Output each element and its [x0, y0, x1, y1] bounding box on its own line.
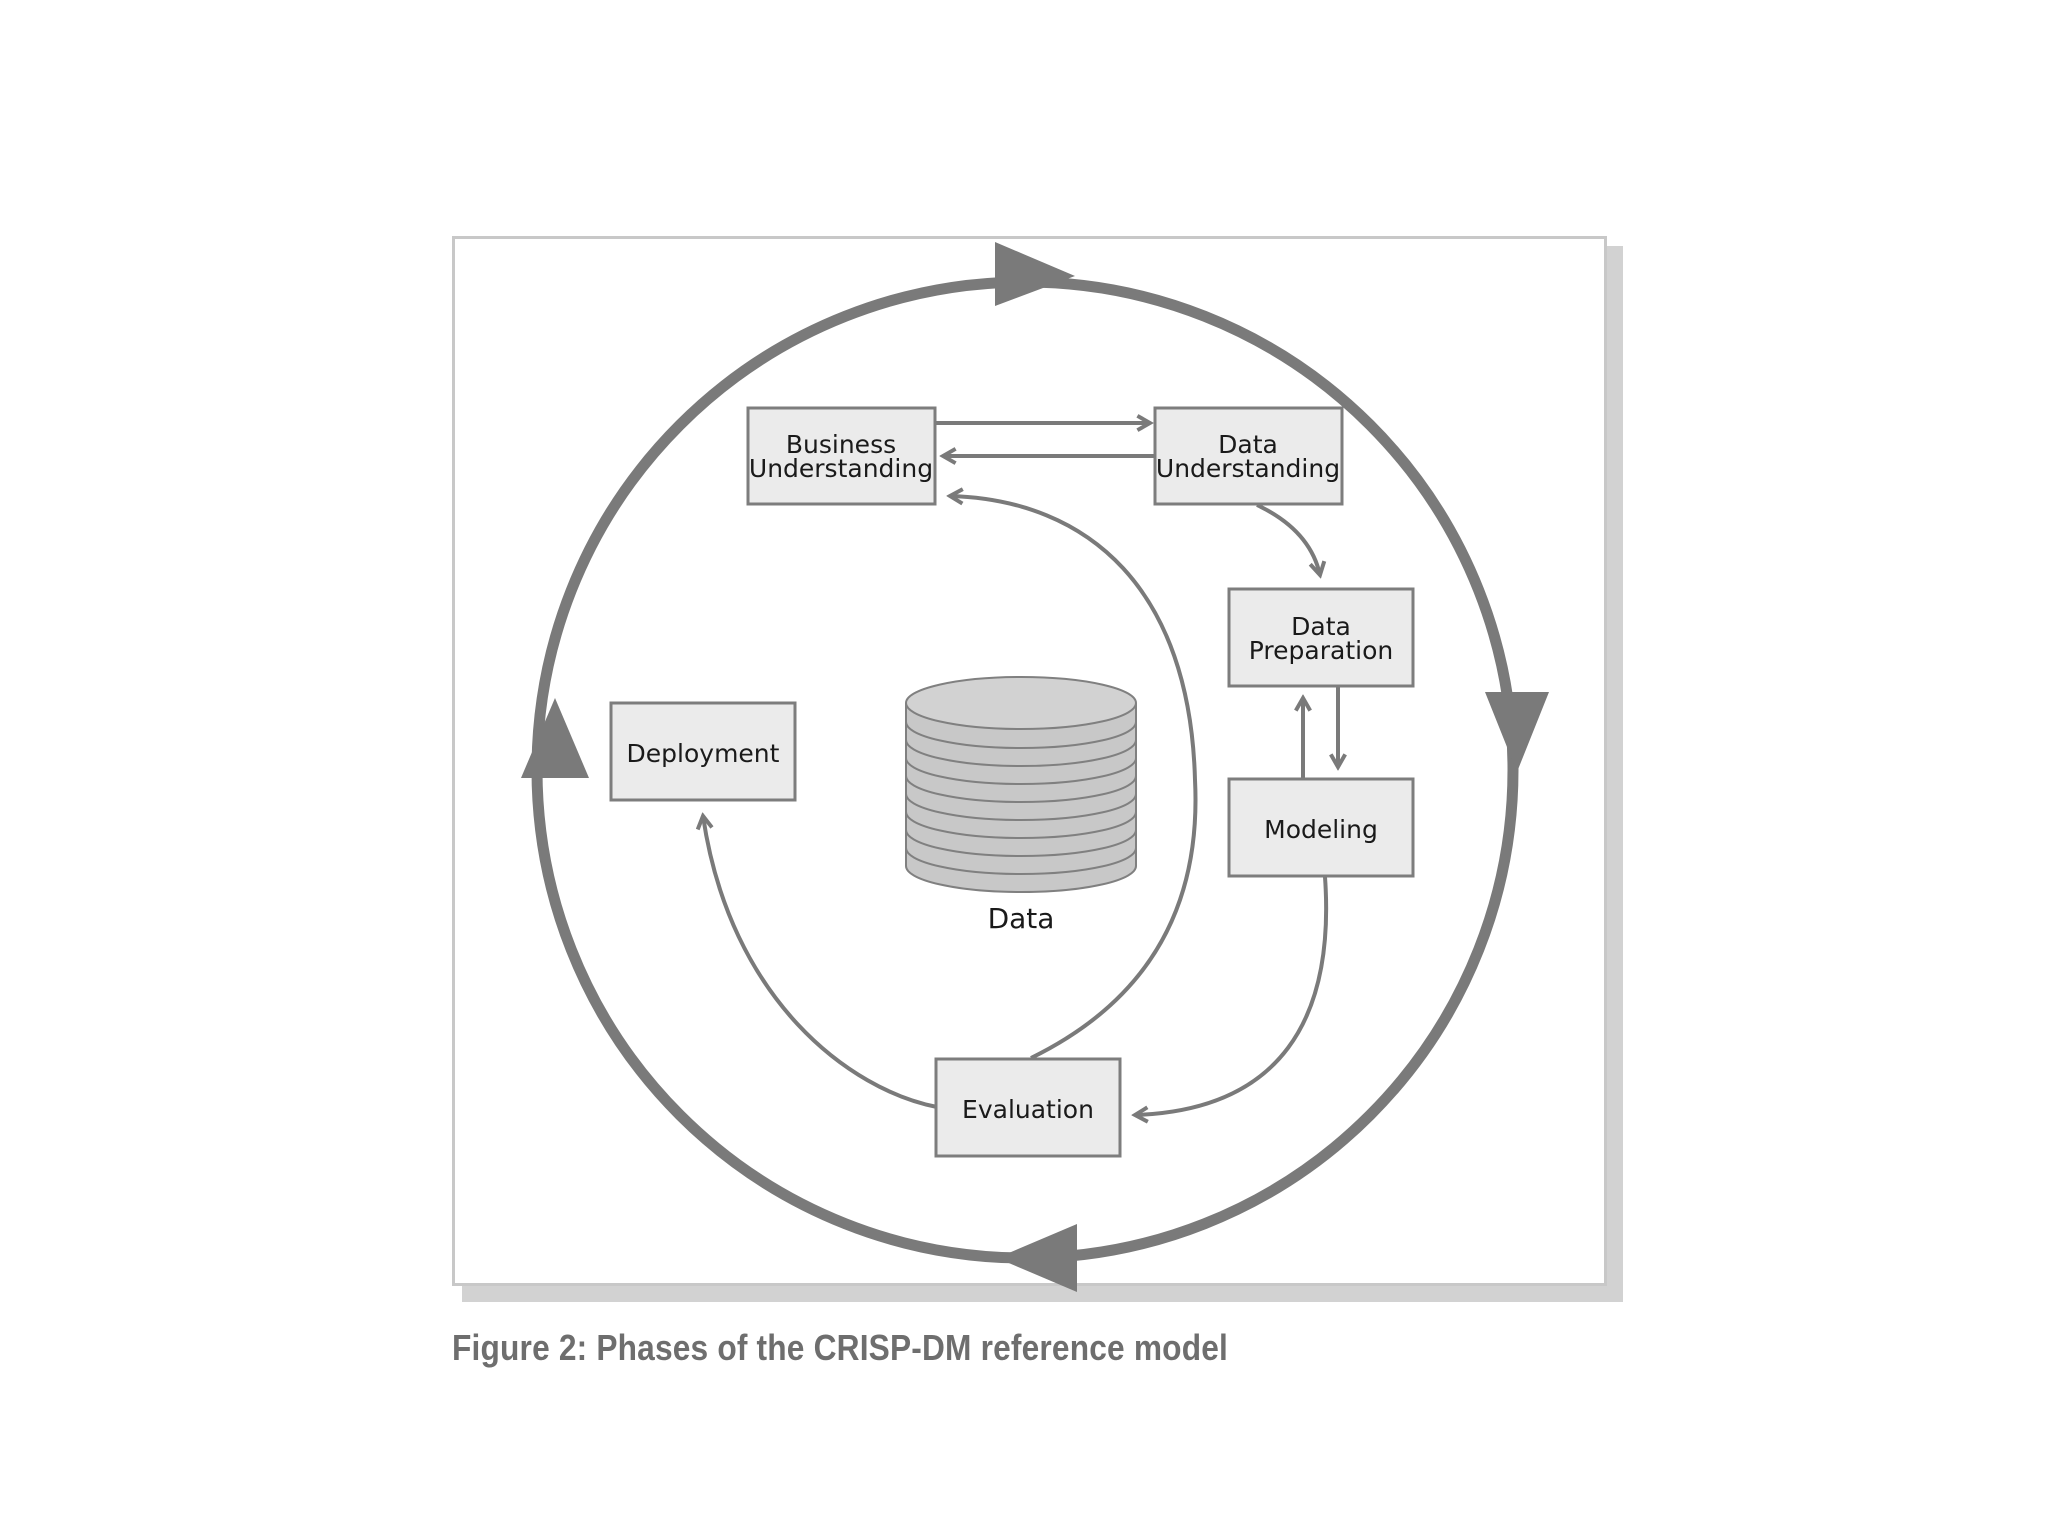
phase-label: Deployment — [627, 739, 780, 768]
phase-label-line1: Data — [1291, 612, 1351, 641]
arrow-modeling-to-evaluation — [1135, 876, 1329, 1115]
arrow-evaluation-to-business — [950, 496, 1198, 1060]
phase-label-line2: Understanding — [749, 454, 933, 483]
figure-caption: Figure 2: Phases of the CRISP-DM referen… — [452, 1327, 1228, 1368]
phase-deployment: Deployment — [609, 701, 797, 802]
phase-data-preparation: Data Preparation — [1227, 587, 1415, 688]
phase-label-line2: Understanding — [1156, 454, 1340, 483]
database-label: Data — [988, 902, 1055, 935]
cycle-arrow-right — [1485, 692, 1549, 772]
phase-modeling: Modeling — [1227, 777, 1415, 878]
phase-label: Modeling — [1264, 815, 1378, 844]
phase-evaluation: Evaluation — [934, 1057, 1122, 1158]
cycle-arrow-left — [521, 698, 589, 778]
database-icon — [905, 676, 1137, 893]
arrow-evaluation-to-deployment — [703, 816, 938, 1109]
inner-arrows — [703, 423, 1338, 1115]
phase-data-understanding: Data Understanding — [1153, 406, 1344, 506]
phase-label: Evaluation — [962, 1095, 1094, 1124]
arrow-data-understanding-to-preparation — [1256, 503, 1320, 575]
phase-business-understanding: Business Understanding — [746, 406, 937, 506]
phase-label-line2: Preparation — [1249, 636, 1393, 665]
cycle-arrow-top — [995, 242, 1075, 306]
outer-cycle — [521, 242, 1549, 1292]
phase-label-line1: Business — [786, 430, 896, 459]
cycle-arrow-bottom — [997, 1224, 1077, 1292]
phase-label-line1: Data — [1218, 430, 1278, 459]
